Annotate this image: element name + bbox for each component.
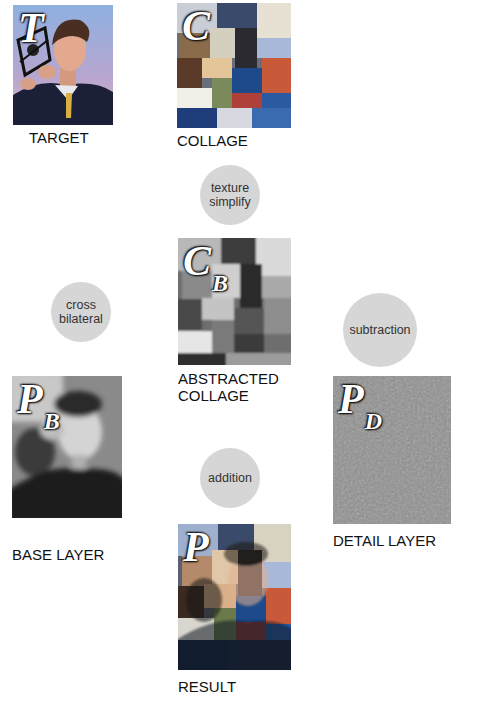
operation-label: cross bilateral	[56, 298, 106, 326]
abstracted-collage-photo-part-part	[234, 308, 264, 334]
collage-photo-part	[262, 58, 291, 93]
image-panel: T TARGET	[13, 5, 113, 146]
circle-fill	[51, 282, 111, 342]
detail-layer-photo-part	[333, 376, 451, 524]
base-layer-photo-part-part	[54, 391, 102, 417]
collage-photo-part	[177, 88, 212, 108]
image-panel: P RESULT	[178, 524, 291, 695]
panel-subscript: B	[212, 271, 228, 295]
abstracted-collage-photo-part-part	[262, 276, 291, 298]
collage-photo-part	[217, 3, 257, 28]
panel-label-area: PD	[333, 376, 451, 524]
target-photo-part	[66, 93, 72, 118]
operation-circle: cross bilateral	[51, 282, 111, 342]
panel-caption: BASE LAYER	[12, 546, 122, 563]
detail-layer-photo	[333, 376, 451, 524]
collage-photo-part	[212, 78, 232, 108]
result-photo-part-part	[178, 620, 291, 670]
collage-photo-part	[262, 93, 291, 108]
panel-label-area: T	[13, 5, 113, 125]
operation-circle: texture simplify	[200, 165, 260, 225]
panel-letter: P	[183, 526, 209, 568]
operation-label: texture simplify	[205, 181, 255, 209]
collage-photo-part	[235, 28, 257, 68]
circle-fill	[200, 165, 260, 225]
image-panel: CB ABSTRACTED COLLAGE	[178, 238, 291, 404]
target-photo-part	[60, 68, 76, 88]
collage-photo-part	[210, 28, 235, 58]
detail-layer-photo-part	[333, 376, 451, 524]
collage-photo-part	[202, 58, 232, 78]
target-photo-part	[20, 78, 36, 90]
base-layer-photo-part-part	[12, 468, 122, 518]
panel-caption: DETAIL LAYER	[333, 532, 451, 549]
target-photo-part	[52, 20, 89, 45]
collage-photo-part	[232, 93, 262, 108]
base-layer-photo-part-part	[72, 455, 86, 469]
collage-photo-part	[257, 38, 291, 58]
panel-subscript: D	[365, 409, 382, 433]
panel-letter: P	[338, 378, 364, 420]
abstracted-collage-photo-part-part	[234, 334, 264, 354]
collage-photo-part	[257, 3, 291, 38]
result-photo-part	[266, 588, 291, 624]
panel-letter: T	[18, 7, 44, 49]
abstracted-collage-photo-part-part	[221, 238, 256, 264]
target-photo-part	[38, 65, 56, 79]
result-photo-part-part	[186, 578, 222, 622]
panel-label-area: P	[178, 524, 291, 670]
target-photo	[13, 5, 113, 125]
panel-caption: TARGET	[13, 129, 113, 146]
panel-label-area: CB	[178, 238, 291, 365]
collage-photo-part	[217, 108, 252, 128]
abstracted-collage-photo-part-part	[212, 264, 240, 298]
abstracted-collage-photo-part-part	[212, 320, 234, 354]
target-photo-part	[13, 5, 113, 125]
result-photo-part-part	[224, 542, 268, 566]
result-photo	[178, 524, 291, 670]
abstracted-collage-photo-part-part	[226, 353, 291, 365]
panel-subscript: B	[44, 409, 60, 433]
circle-fill	[343, 293, 417, 367]
collage-photo-part	[232, 68, 262, 93]
panel-caption: COLLAGE	[177, 132, 291, 149]
panel-letter: P	[17, 378, 43, 420]
operation-circle: addition	[200, 448, 260, 508]
panel-label-area: PB	[12, 376, 122, 518]
panel-label-area: C	[177, 3, 291, 128]
abstracted-collage-photo-part-part	[178, 331, 212, 353]
image-panel: PB BASE LAYER	[12, 376, 122, 563]
collage-photo-part	[177, 108, 217, 128]
abstracted-collage-photo-part	[178, 238, 291, 365]
image-panel: C COLLAGE	[177, 3, 291, 149]
operation-label: subtraction	[348, 323, 412, 337]
abstracted-collage-photo-part-part	[178, 299, 202, 331]
panel-caption: ABSTRACTED COLLAGE	[178, 370, 291, 404]
operation-circle: subtraction	[343, 293, 417, 367]
circle-fill	[200, 448, 260, 508]
collage-photo	[177, 3, 291, 128]
collage-photo-part	[177, 58, 202, 88]
abstracted-collage-photo	[178, 238, 291, 365]
base-layer-photo	[12, 376, 122, 518]
collage-photo-part	[252, 108, 291, 128]
operation-label: addition	[205, 471, 255, 485]
abstracted-collage-photo-part-part	[178, 353, 226, 365]
panel-caption: RESULT	[178, 678, 291, 695]
abstracted-collage-photo-part-part	[240, 264, 262, 308]
abstracted-collage-photo-part-part	[202, 298, 234, 320]
panel-letter: C	[182, 5, 210, 47]
collage-photo-part	[177, 3, 291, 128]
image-panel: PD DETAIL LAYER	[333, 376, 451, 549]
base-layer-photo-part	[12, 376, 122, 518]
panel-letter: C	[183, 240, 211, 282]
abstracted-collage-photo-part-part	[264, 298, 291, 334]
